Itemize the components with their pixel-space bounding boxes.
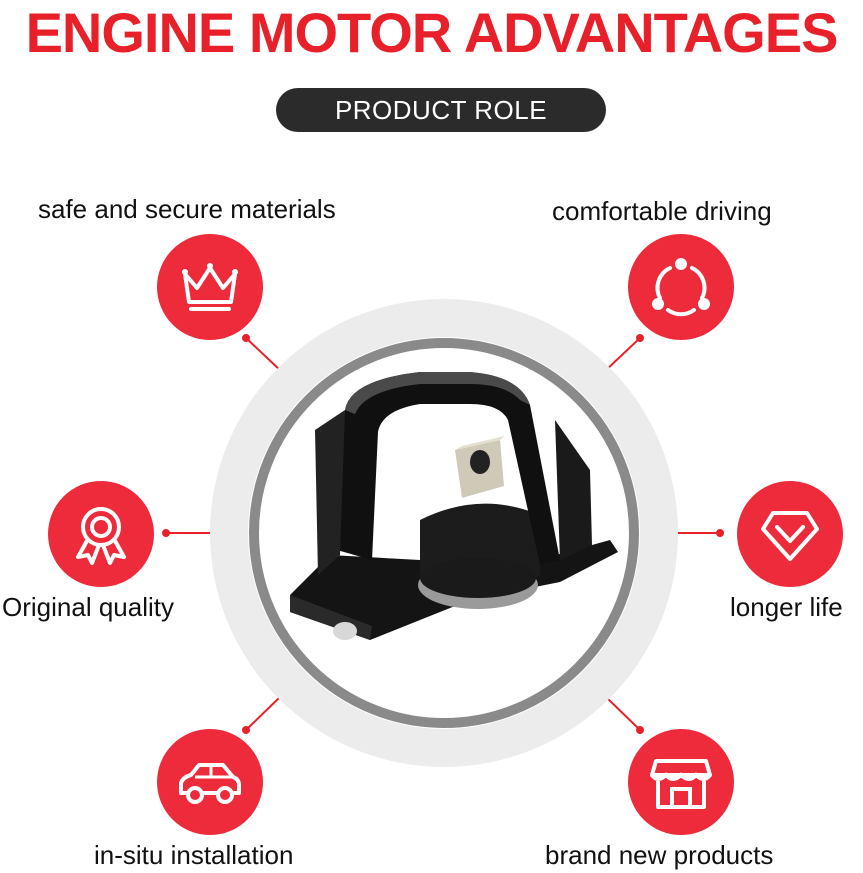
crown-icon <box>182 263 238 311</box>
section-pill-label: PRODUCT ROLE <box>334 95 548 125</box>
feature-badge-brand-new-products <box>628 729 734 835</box>
connector-bottom-right <box>605 696 641 731</box>
feature-badge-safe-materials <box>157 234 263 340</box>
feature-label-original-quality: Original quality <box>2 592 174 622</box>
feature-label-longer-life: longer life <box>730 592 843 622</box>
feature-badge-original-quality <box>48 481 154 587</box>
award-ribbon-icon <box>76 507 126 565</box>
cycle-arrows-icon <box>652 258 710 317</box>
section-pill: PRODUCT ROLE <box>276 88 606 132</box>
diamond-heart-icon <box>761 511 819 561</box>
connector-bottom-left <box>245 696 281 731</box>
feature-badge-in-situ-installation <box>157 729 263 835</box>
feature-badge-longer-life <box>737 481 843 587</box>
storefront-icon <box>650 759 712 809</box>
feature-label-in-situ-installation: in-situ installation <box>94 840 294 870</box>
feature-label-comfortable-driving: comfortable driving <box>552 196 772 226</box>
connector-top-left <box>245 337 283 373</box>
feature-label-safe-materials: safe and secure materials <box>38 194 336 224</box>
car-icon <box>179 763 241 804</box>
feature-label-brand-new-products: brand new products <box>545 840 774 870</box>
page-title: ENGINE MOTOR ADVANTAGES <box>25 1 839 64</box>
engine-mount-illustration <box>290 372 618 640</box>
feature-badge-comfortable-driving <box>628 234 734 340</box>
connector-top-right <box>603 337 641 373</box>
